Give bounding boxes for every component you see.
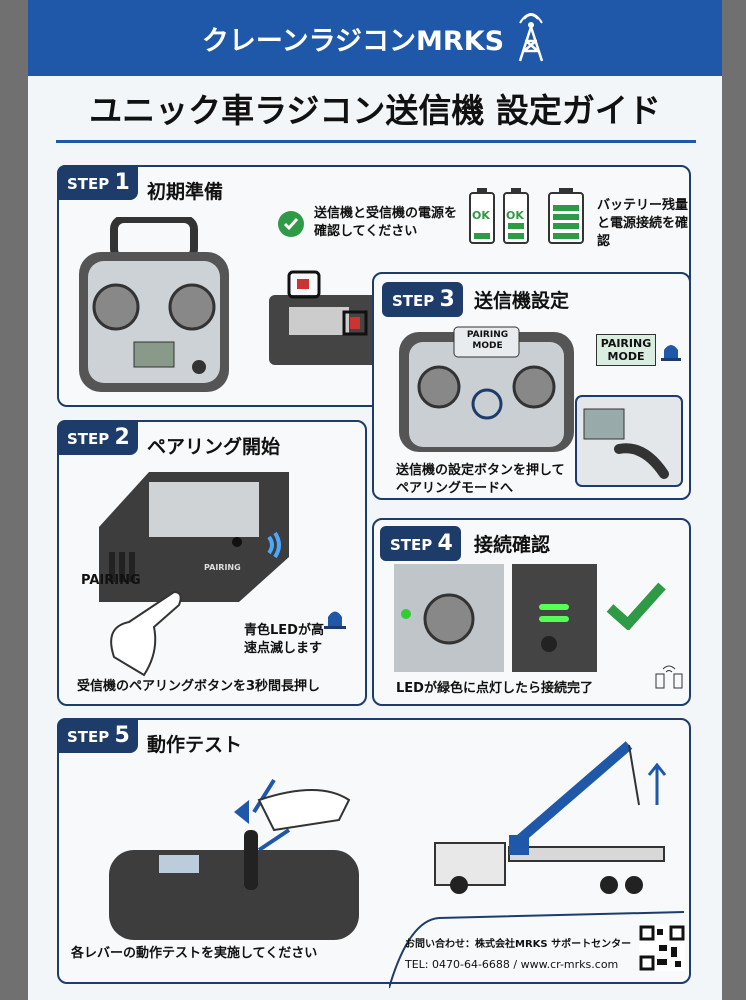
large-check-icon [606,582,666,630]
pairing-mode-callout: PAIRING MODE [596,334,656,366]
step-3-caption: 送信機の設定ボタンを押してペアリングモードへ [396,463,565,496]
step-1-note: 送信機と受信機の電源を確認してください [314,206,458,239]
pointing-hand [110,590,182,677]
battery-ok-1: OK [472,209,490,222]
check-icon [278,211,304,237]
step-4-badge: STEP 4 [380,526,461,561]
step-4-caption: LEDが緑色に点灯したら接続完了 [396,681,593,696]
battery-note: バッテリー残量と電源接続を確認 [597,198,689,249]
transmitter-closeup [399,326,574,452]
battery-ok-2: OK [506,209,524,222]
transmitter-illustration [79,217,229,392]
qr-code[interactable] [639,925,685,971]
controller-lever-illustration [109,778,359,940]
contact-line: お問い合わせ：株式会社MRKS サポートセンター [405,939,632,950]
hand-press-icon [575,395,683,487]
step-4-panel: STEP 4 接続確認 LEDが緑色に点灯したら接続完了 [372,518,691,706]
guide-page: クレーンラジコンMRKS ユニック車ラジコン送信機 設定ガイド STEP 1 初… [28,0,722,1000]
footer-divider-curve [389,911,685,989]
battery-icon [469,188,584,244]
receiver-device [99,472,289,602]
step-5-title: 動作テスト [147,734,243,756]
antenna-tower-icon [518,13,544,62]
step-5-panel: STEP 5 動作テスト 各レバーの動作テストを実施してください お問い合わせ：… [57,718,691,989]
header-bar: クレーンラジコンMRKS [28,0,722,76]
title-divider [56,140,696,143]
receiver-illustration [269,270,384,365]
beacon-light-icon [324,611,346,629]
step-3-panel: STEP 3 送信機設定 PAIRING MODE PAIRING MODE 送… [372,272,691,500]
page-title: ユニック車ラジコン送信機 設定ガイド [89,91,661,130]
step-2-panel: STEP 2 ペアリング開始 PAIRING PAIRING 青色LEDが高速点… [57,420,367,706]
step-1-title: 初期準備 [147,181,224,203]
device-pairing-label: PAIRING [204,563,241,572]
step-2-title: ペアリング開始 [147,436,281,458]
brand-name: クレーンラジコンMRKS [201,25,505,57]
led-note: 青色LEDが高速点滅します [244,623,324,656]
screen-pairing-mode: PAIRING MODE [466,330,509,351]
tel-web-line: TEL: 0470-64-6688 / www.cr-mrks.com [405,958,619,971]
step-3-title: 送信機設定 [474,290,570,312]
beacon-light-icon [661,345,681,361]
wireless-devices-icon [655,665,683,689]
step-4-title: 接続確認 [474,534,551,556]
step-3-badge: STEP 3 [382,282,463,317]
step-2-caption: 受信機のペアリングボタンを3秒間長押し [77,679,321,694]
step-5-badge: STEP 5 [57,718,138,753]
transmitter-led-closeup [394,564,597,672]
pairing-button-label: PAIRING [81,573,141,588]
step-1-badge: STEP 1 [57,165,138,200]
step-2-badge: STEP 2 [57,420,138,455]
crane-truck-illustration [434,741,667,894]
step-5-caption: 各レバーの動作テストを実施してください [71,946,318,961]
